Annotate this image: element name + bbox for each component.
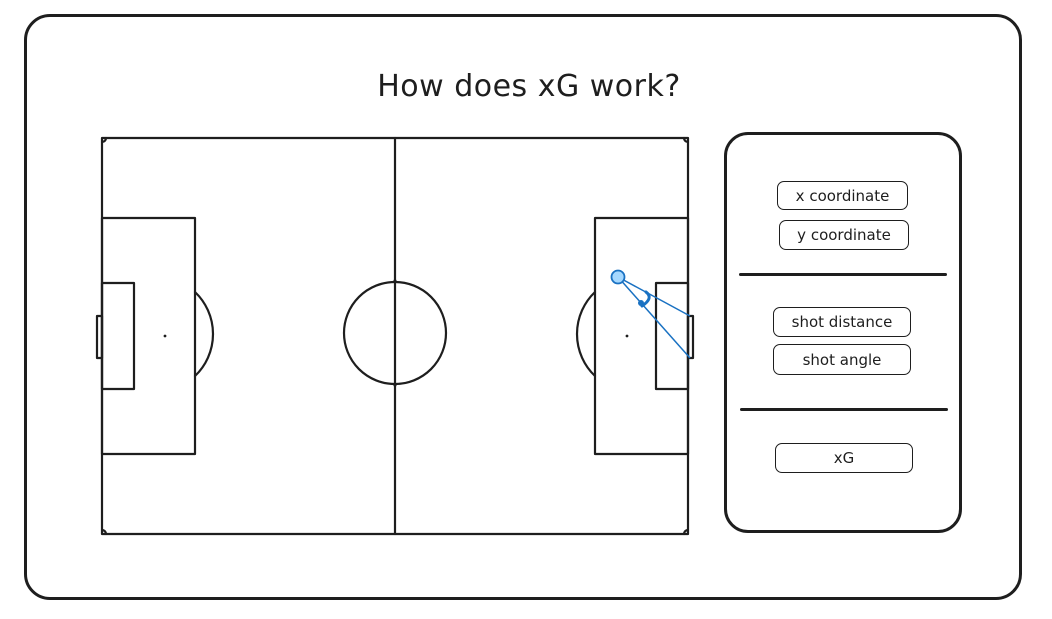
shot-line-near-post: [617, 276, 691, 317]
center-spot-top: [393, 279, 397, 283]
right-penalty-arc: [575, 290, 597, 378]
right-penalty-spot: [625, 334, 629, 338]
right-goal: [686, 314, 695, 360]
shot-line-far-post: [617, 276, 691, 359]
feature-xg-output: xG: [775, 443, 913, 473]
corner-arc-tr: [682, 136, 690, 144]
diagram-frame: How does xG work?: [24, 14, 1022, 600]
corner-arc-tl: [100, 136, 108, 144]
panel-divider-top: [739, 273, 947, 276]
panel-divider-bottom: [740, 408, 948, 411]
corner-arc-br: [682, 528, 690, 536]
shot-illustration: [610, 269, 691, 359]
right-six-yard-box: [654, 281, 690, 391]
left-penalty-spot: [163, 334, 167, 338]
center-spot-bottom: [393, 383, 397, 387]
feature-y-coordinate: y coordinate: [779, 220, 909, 250]
corner-arc-bl: [100, 528, 108, 536]
right-penalty-box: [593, 216, 690, 456]
feature-shot-angle: shot angle: [773, 344, 911, 375]
left-penalty-box: [100, 216, 197, 456]
diagram-title: How does xG work?: [377, 69, 681, 104]
left-goal: [95, 314, 104, 360]
shot-angle-arc: [640, 290, 651, 308]
left-six-yard-box: [100, 281, 136, 391]
football-pitch: [95, 136, 695, 536]
feature-x-coordinate: x coordinate: [777, 181, 908, 210]
left-penalty-arc: [193, 290, 215, 378]
shot-location-marker: [610, 269, 626, 285]
feature-shot-distance: shot distance: [773, 307, 911, 337]
shot-angle-marker: [638, 300, 644, 306]
feature-panel: x coordinate y coordinate shot distance …: [724, 132, 962, 533]
